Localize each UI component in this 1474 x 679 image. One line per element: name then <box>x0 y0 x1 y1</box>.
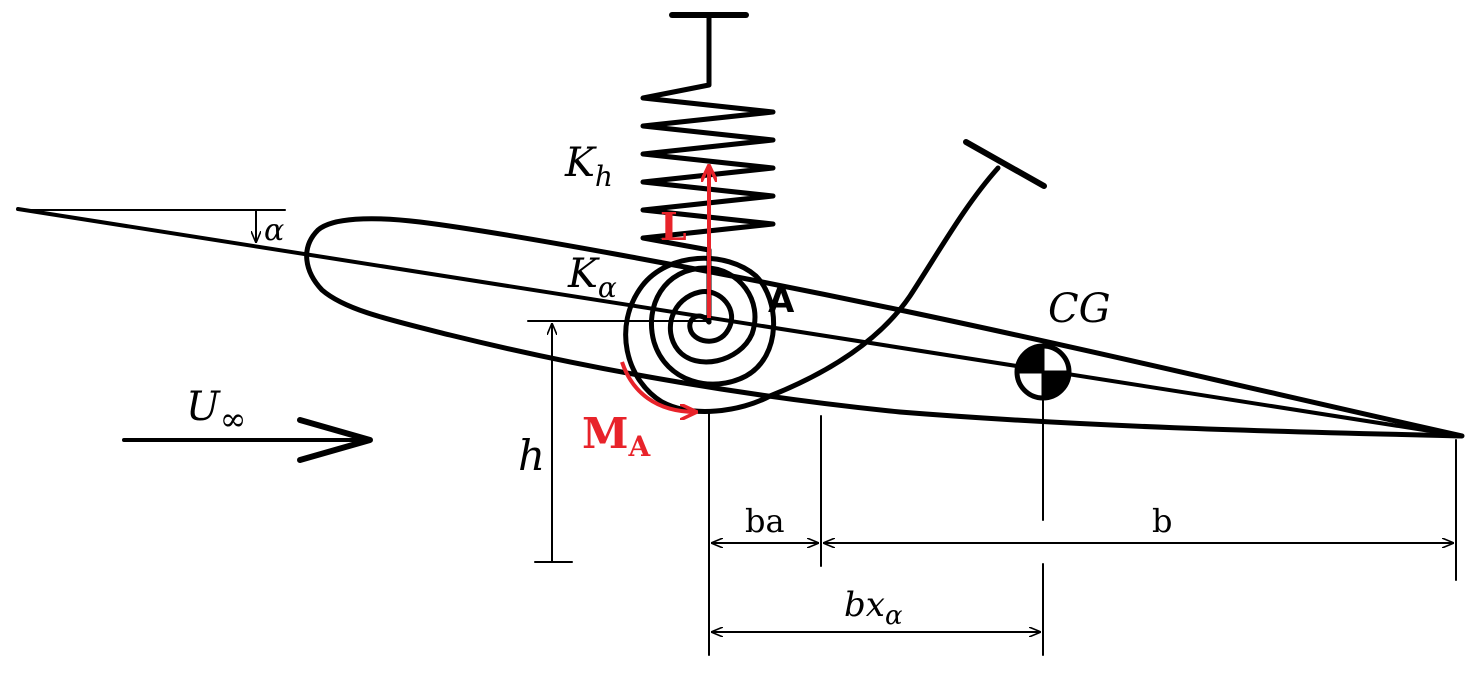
moment-arrow <box>620 361 696 412</box>
dim-bx-label: bxα <box>844 585 903 631</box>
dim-b-label: b <box>1152 502 1172 540</box>
cg-label: CG <box>1048 286 1111 332</box>
airfoil-outline <box>304 216 1465 439</box>
plunge-label: h <box>518 431 545 480</box>
freestream-label: U∞ <box>186 384 246 438</box>
lift-label: L <box>660 204 687 249</box>
alpha-label: α <box>264 213 284 248</box>
point-a-label: A <box>768 281 795 321</box>
freestream-arrowhead <box>297 417 373 463</box>
dim-ba-label: ba <box>745 502 785 540</box>
moment-label: MA <box>582 409 652 463</box>
chord-line <box>16 207 1464 438</box>
torsion-spring-ground-bar <box>963 139 1047 189</box>
ka-label: Kα <box>567 251 617 304</box>
plunge-spring <box>640 12 776 325</box>
kh-label: Kh <box>564 140 613 193</box>
cg-symbol <box>1014 343 1072 401</box>
torsion-spring-spiral <box>623 165 1001 414</box>
